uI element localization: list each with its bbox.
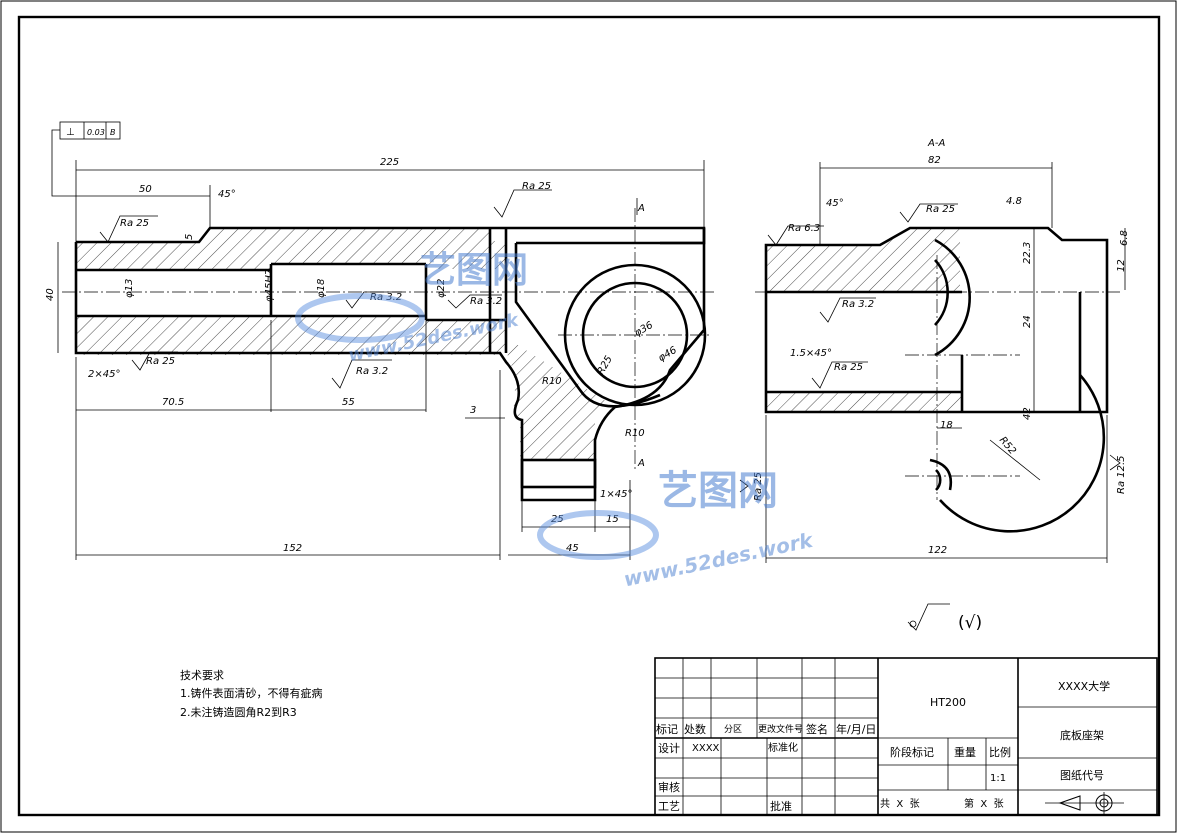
svg-text:R52: R52 <box>997 435 1018 457</box>
stage-label: 阶段标记 <box>890 745 934 759</box>
svg-text:1.5×45°: 1.5×45° <box>790 348 832 359</box>
svg-text:82: 82 <box>928 155 941 166</box>
svg-text:φ46: φ46 <box>657 345 679 364</box>
svg-text:Ra 12.5: Ra 12.5 <box>1116 455 1127 494</box>
svg-text:22.3: 22.3 <box>1022 242 1033 264</box>
svg-text:Ra 25: Ra 25 <box>753 472 764 501</box>
svg-text:5: 5 <box>184 234 195 240</box>
watermark-url-2: www.52des.work <box>622 528 817 592</box>
scale-label: 比例 <box>989 745 1011 759</box>
designer-name: XXXX <box>692 743 720 754</box>
review-label: 审核 <box>658 780 680 794</box>
svg-text:225: 225 <box>380 157 399 168</box>
front-view: 225 50 45° 5 40 φ13 φ18 φ45H7 φ22 70.5 5… <box>45 129 764 560</box>
watermark-logo-1 <box>295 293 425 343</box>
svg-text:Ra 25: Ra 25 <box>834 362 863 373</box>
svg-text:18: 18 <box>940 420 953 431</box>
svg-text:12: 12 <box>1116 259 1127 272</box>
total-sheets: 共 X 张 <box>880 798 920 810</box>
svg-text:15: 15 <box>606 514 619 525</box>
svg-text:122: 122 <box>928 545 947 556</box>
notes-title: 技术要求 <box>180 669 224 682</box>
tolerance-frame: ⊥ 0.03 B <box>59 121 121 140</box>
process-label: 工艺 <box>658 800 680 813</box>
svg-text:45°: 45° <box>826 198 844 209</box>
svg-text:1×45°: 1×45° <box>600 489 632 500</box>
weight-label: 重量 <box>954 745 976 759</box>
svg-text:Ra 25: Ra 25 <box>522 181 551 192</box>
svg-text:55: 55 <box>342 397 355 408</box>
drawing-number-label: 图纸代号 <box>1060 769 1104 782</box>
standardize-label: 标准化 <box>768 741 798 754</box>
svg-text:Ra 25: Ra 25 <box>146 356 175 367</box>
inner-frame <box>17 15 1161 817</box>
perpendicularity-symbol: ⊥ <box>66 127 75 138</box>
projection-symbol-icon <box>1045 792 1124 814</box>
svg-text:R10: R10 <box>625 428 645 439</box>
svg-text:3: 3 <box>470 405 476 416</box>
header-change-doc: 更改文件号 <box>758 723 803 735</box>
note-1: 1.铸件表面清砂，不得有疵病 <box>180 686 323 700</box>
part-name: 底板座架 <box>1060 728 1104 742</box>
svg-text:24: 24 <box>1022 315 1033 328</box>
material: HT200 <box>930 696 966 709</box>
watermark-brand-1: 艺图网 <box>420 250 528 291</box>
svg-text:152: 152 <box>283 543 302 554</box>
technical-notes: 技术要求 1.铸件表面清砂，不得有疵病 2.未注铸造圆角R2到R3 <box>180 669 323 719</box>
title-block: 标记 处数 分区 更改文件号 签名 年/月/日 设计 XXXX 标准化 审核 工… <box>654 657 1158 816</box>
approve-label: 批准 <box>770 799 792 813</box>
section-label: A-A <box>927 138 945 149</box>
svg-text:φ13: φ13 <box>124 279 135 298</box>
svg-text:Ra 6.3: Ra 6.3 <box>788 223 820 234</box>
svg-text:Ra 3.2: Ra 3.2 <box>356 366 388 377</box>
header-signature: 签名 <box>806 722 828 736</box>
svg-text:Ra 25: Ra 25 <box>926 204 955 215</box>
watermark-brand-2: 艺图网 <box>658 468 778 514</box>
svg-text:42: 42 <box>1022 407 1033 420</box>
svg-text:Ra 3.2: Ra 3.2 <box>842 299 874 310</box>
svg-text:Ra 3.2: Ra 3.2 <box>470 296 502 307</box>
header-mark: 标记 <box>656 722 678 736</box>
svg-text:B: B <box>110 128 116 137</box>
header-count: 处数 <box>684 723 706 736</box>
svg-text:φ18: φ18 <box>316 279 327 298</box>
svg-text:φ36: φ36 <box>633 320 655 339</box>
svg-text:45: 45 <box>566 543 579 554</box>
section-mark-bottom: A <box>637 458 645 469</box>
section-mark-top: A <box>637 203 645 214</box>
svg-text:φ22: φ22 <box>436 279 447 298</box>
svg-text:φ45H7: φ45H7 <box>264 268 275 302</box>
svg-text:6.8: 6.8 <box>1119 230 1130 246</box>
svg-text:0.03: 0.03 <box>87 128 105 137</box>
svg-text:2×45°: 2×45° <box>88 369 120 380</box>
svg-text:R10: R10 <box>542 376 562 387</box>
school-name: XXXX大学 <box>1058 679 1110 693</box>
svg-text:Ra 25: Ra 25 <box>120 218 149 229</box>
scale-value: 1:1 <box>990 773 1006 784</box>
sheet-number: 第 X 张 <box>964 797 1004 810</box>
header-zone: 分区 <box>724 724 742 735</box>
svg-text:R25: R25 <box>596 354 615 377</box>
svg-text:4.8: 4.8 <box>1006 196 1022 207</box>
design-label: 设计 <box>658 742 680 755</box>
svg-text:70.5: 70.5 <box>162 397 184 408</box>
svg-text:50: 50 <box>139 184 152 195</box>
general-roughness: (√) <box>907 603 982 633</box>
side-view: A-A 82 45° 4.8 6.8 22.3 12 <box>755 138 1130 563</box>
header-date: 年/月/日 <box>836 722 876 736</box>
watermark-logo-2 <box>537 510 659 560</box>
svg-text:45°: 45° <box>218 189 236 200</box>
note-2: 2.未注铸造圆角R2到R3 <box>180 705 297 719</box>
svg-text:(√): (√) <box>958 613 982 633</box>
svg-text:40: 40 <box>45 288 56 301</box>
